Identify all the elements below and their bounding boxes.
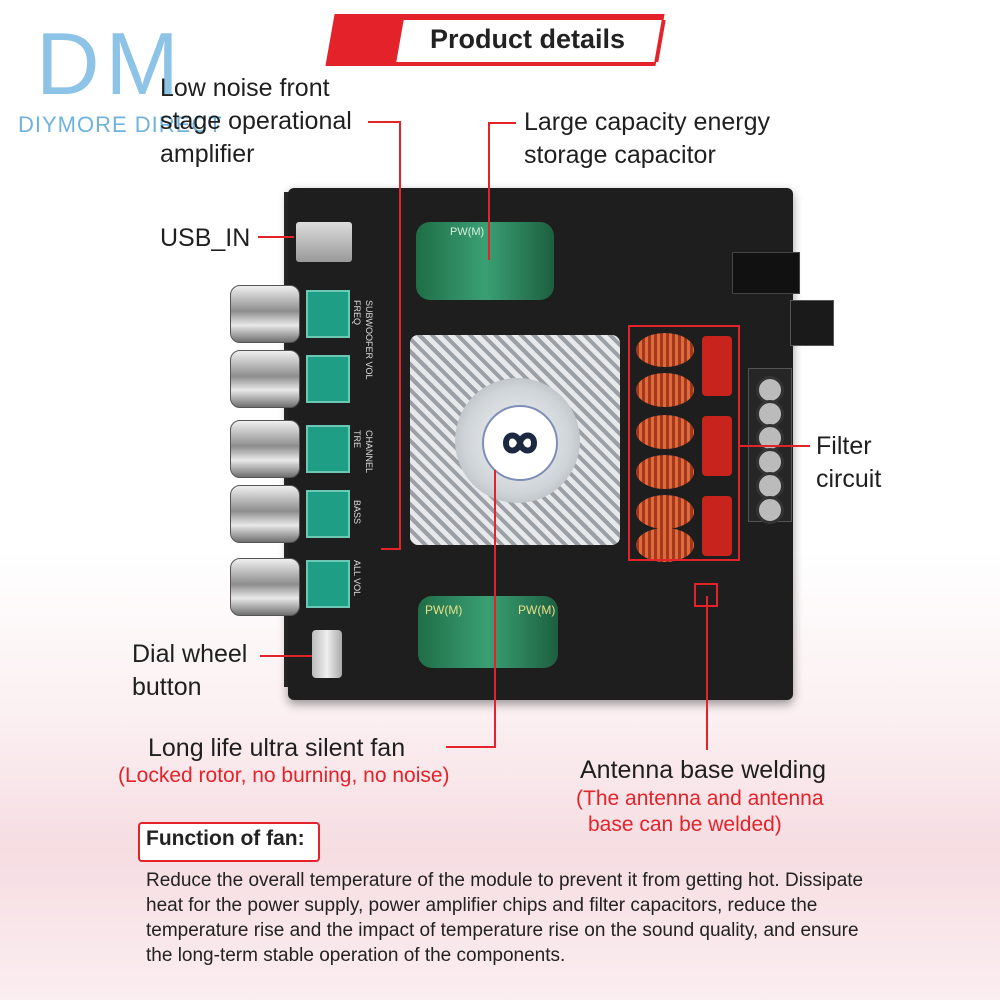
storage-capacitor [418, 596, 558, 668]
label-antenna-note: (The antenna and antenna base can be wel… [576, 787, 824, 837]
terminal-screw [756, 496, 784, 524]
function-description: Reduce the overall temperature of the mo… [146, 870, 864, 967]
pointer-line [494, 470, 496, 748]
label-fan: Long life ultra silent fan [148, 734, 406, 762]
pointer-line [706, 596, 708, 750]
antenna-pad-marker [694, 583, 718, 607]
fan-hub-icon [482, 405, 558, 481]
filter-coil [636, 455, 694, 489]
dc-jack [732, 252, 800, 294]
knob [230, 420, 300, 478]
pointer-line [381, 548, 401, 550]
pointer-line [738, 445, 810, 447]
label-usb: USB_IN [160, 224, 251, 252]
usb-port [296, 222, 352, 262]
capacitor-label: PW(M) [450, 226, 485, 238]
pointer-line [399, 121, 401, 549]
capacitor-label: PW(M) [425, 603, 463, 617]
pointer-line [260, 655, 312, 657]
silkscreen-tre: TRE [352, 430, 362, 448]
potentiometer [306, 290, 350, 338]
power-connector [790, 300, 834, 346]
logo-text: DIYMORE DIRECT [18, 112, 223, 137]
filter-capacitor [702, 496, 732, 556]
pointer-line [446, 746, 496, 748]
label-antenna: Antenna base welding [580, 756, 827, 784]
pointer-line [488, 122, 490, 260]
silkscreen-bass: BASS [352, 500, 362, 525]
terminal-screw [756, 472, 784, 500]
dial-wheel [312, 630, 342, 678]
knob [230, 558, 300, 616]
pointer-line [258, 236, 294, 238]
banner-title: Product details [430, 24, 626, 54]
silkscreen-freq: FREQ [352, 300, 362, 326]
silkscreen-subwoofer: SUBWOOFER VOL [364, 300, 374, 380]
silkscreen-channel: CHANNEL [364, 430, 374, 474]
function-title-box [138, 822, 320, 862]
filter-coil [636, 333, 694, 367]
potentiometer [306, 560, 350, 608]
potentiometer [306, 355, 350, 403]
filter-capacitor [702, 336, 732, 396]
title-banner: Product details [325, 14, 670, 70]
label-capacitor: Large capacity energy storage capacitor [524, 108, 770, 169]
filter-coil [636, 373, 694, 407]
storage-capacitor [416, 222, 554, 300]
label-fan-note: (Locked rotor, no burning, no noise) [118, 764, 450, 787]
label-filter: Filter circuit [816, 432, 882, 493]
label-dial: Dial wheel button [132, 640, 248, 701]
knob [230, 285, 300, 343]
logo-mark: DM [36, 14, 185, 113]
filter-coil [636, 528, 694, 562]
filter-highlight [628, 325, 740, 561]
capacitor-label: PW(M) [518, 603, 556, 617]
pointer-line [488, 122, 516, 124]
filter-capacitor [702, 416, 732, 476]
knob [230, 485, 300, 543]
function-title: Function of fan: [146, 827, 305, 850]
silkscreen-allvol: ALL VOL [352, 560, 362, 597]
potentiometer [306, 425, 350, 473]
pointer-line [368, 121, 400, 123]
knob [230, 350, 300, 408]
filter-coil [636, 415, 694, 449]
label-opamp: Low noise front stage operational amplif… [160, 74, 352, 168]
filter-coil [636, 495, 694, 529]
potentiometer [306, 490, 350, 538]
